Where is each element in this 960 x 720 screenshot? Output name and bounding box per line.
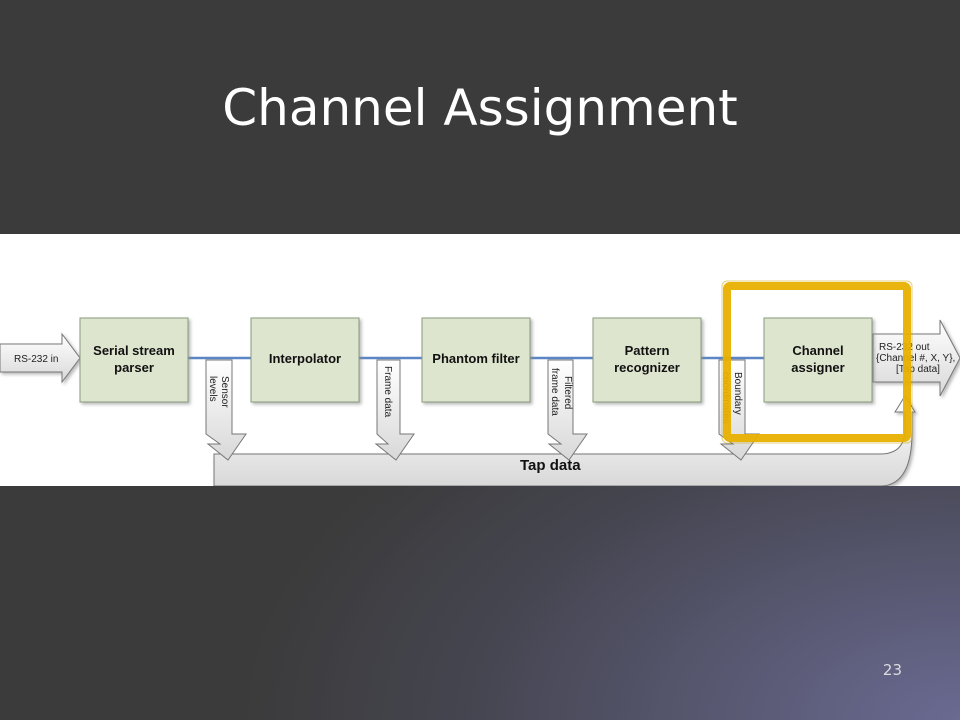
tap-label-line-1: Filtered <box>562 376 573 409</box>
block-serial-stream-parser: Serial stream parser <box>79 317 189 403</box>
tap-arrow-frame-data: Frame data <box>374 359 415 461</box>
output-label-line-3: [Tap data] <box>896 364 940 375</box>
tap-label-line-1: Frame data <box>382 366 393 418</box>
block-diagram-svg: Tap data RS-232 in RS-232 out {Channel #… <box>0 280 960 486</box>
block-phantom-filter: Phantom filter <box>421 317 531 403</box>
input-label: RS-232 in <box>14 354 58 365</box>
tap-data-label: Tap data <box>520 457 581 474</box>
block-label-line-2: parser <box>114 360 154 375</box>
block-diagram: Tap data RS-232 in RS-232 out {Channel #… <box>0 234 960 486</box>
block-channel-assigner: Channel assigner <box>763 317 873 403</box>
output-label-line-2: {Channel #, X, Y}, <box>876 353 955 364</box>
highlight-box <box>723 282 911 442</box>
block-label-line-1: Interpolator <box>269 351 341 366</box>
block-label-line-2: assigner <box>791 360 844 375</box>
block-label-line-2: recognizer <box>614 360 680 375</box>
tap-label-line-1: Sensor <box>219 376 230 408</box>
tap-label-line-2: frame data <box>549 368 560 416</box>
tap-arrow-sensor-levels: Sensor levels <box>205 359 247 461</box>
block-label-line-1: Serial stream <box>93 343 175 358</box>
output-arrow <box>872 319 960 397</box>
block-pattern-recognizer: Pattern recognizer <box>592 317 702 403</box>
tap-arrow-filtered-frame-data: Filtered frame data <box>547 359 588 461</box>
tap-label-line-1: Boundary <box>732 372 743 415</box>
slide-title: Channel Assignment <box>222 79 738 137</box>
block-interpolator: Interpolator <box>250 317 360 403</box>
slide-number: 23 <box>882 661 902 679</box>
tap-data-bus <box>213 395 916 486</box>
tap-label-line-2: levels <box>207 376 218 402</box>
block-label-line-1: Channel <box>792 343 843 358</box>
input-arrow <box>0 332 81 384</box>
block-label-line-1: Phantom filter <box>432 351 519 366</box>
block-label-line-1: Pattern <box>625 343 670 358</box>
